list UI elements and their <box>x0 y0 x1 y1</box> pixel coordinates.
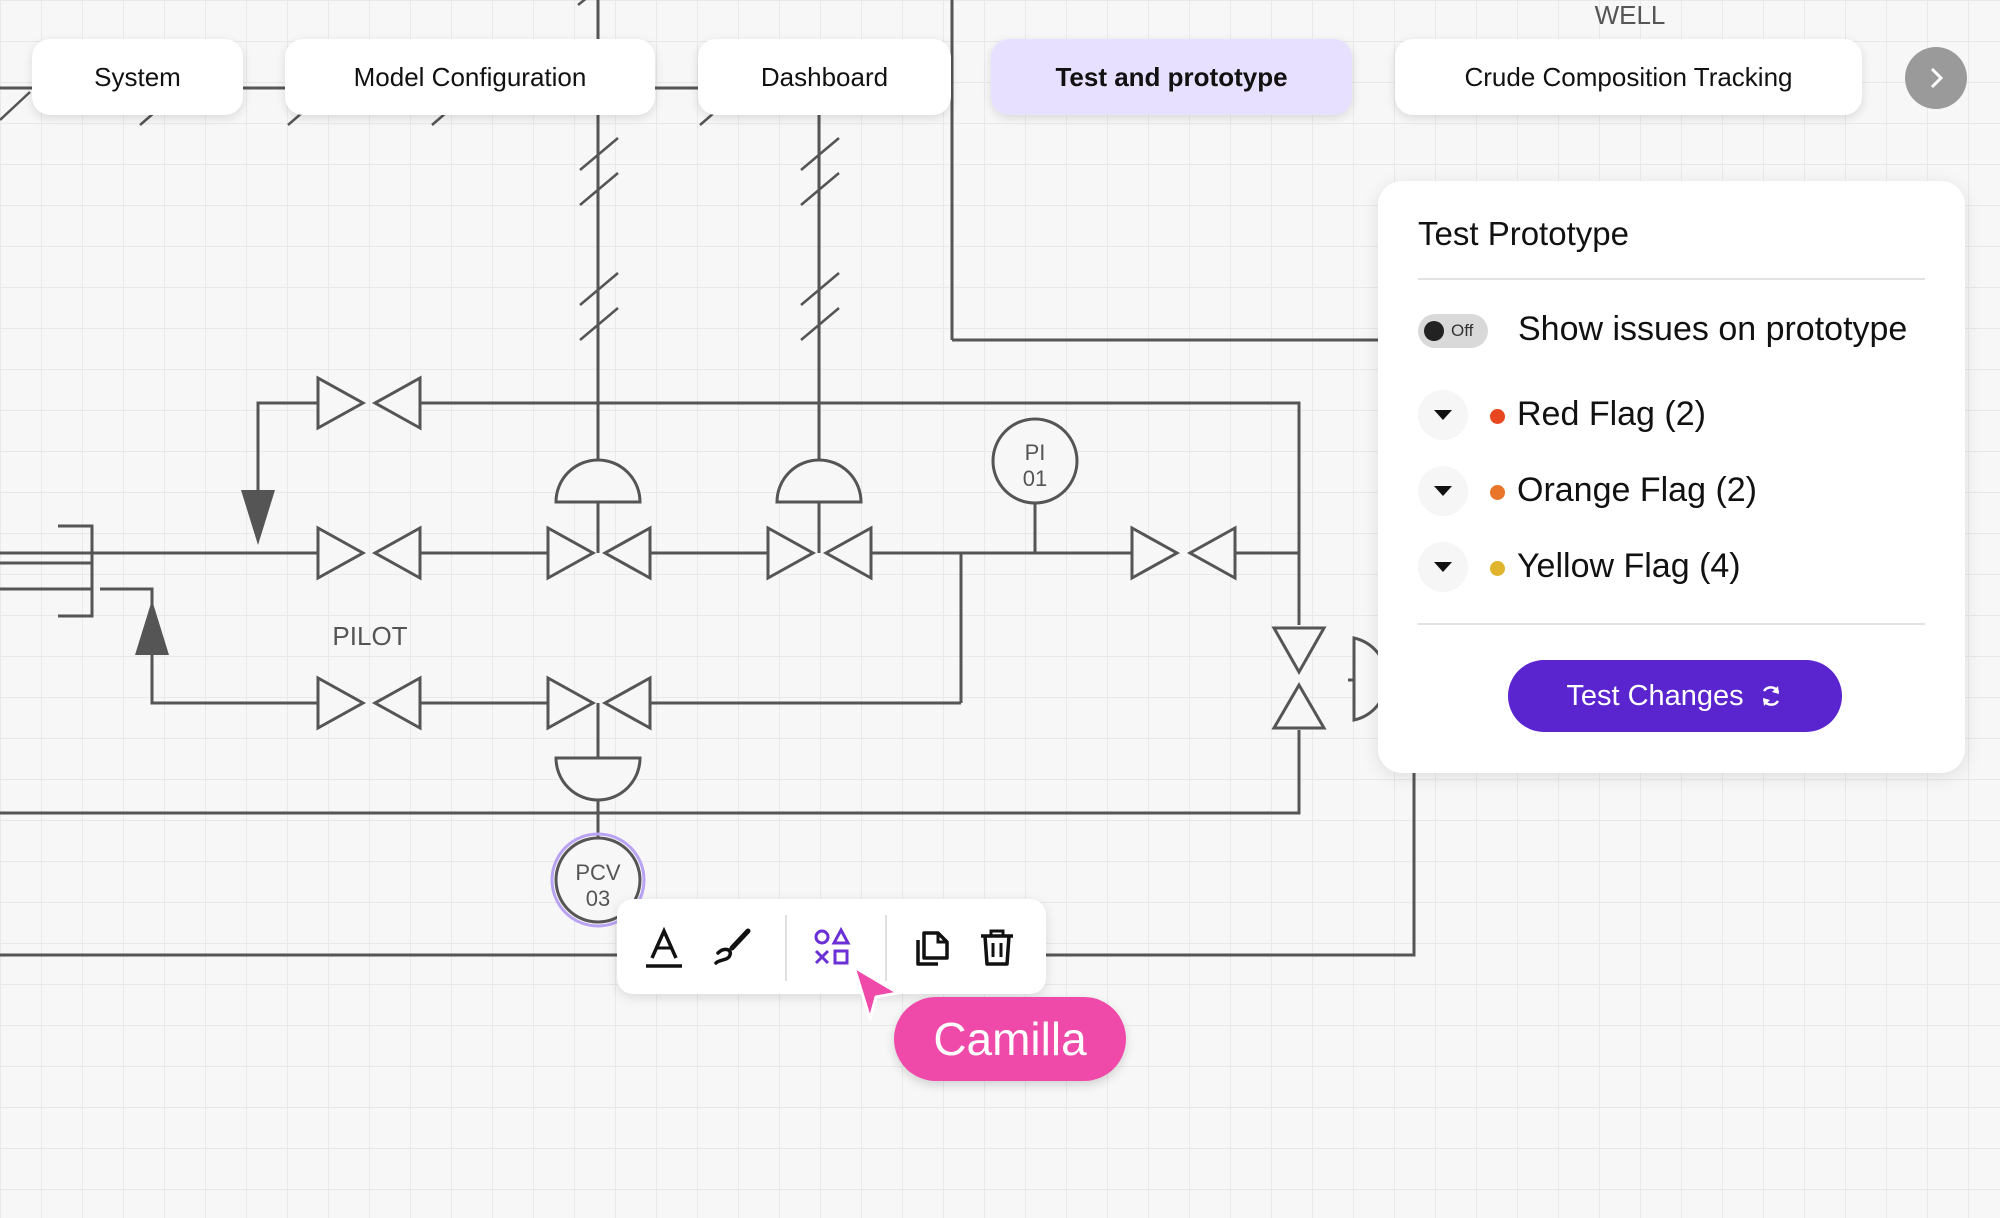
pcv-tag-line1: PCV <box>575 860 621 885</box>
brush-icon <box>714 928 751 965</box>
toggle-knob <box>1424 321 1444 341</box>
panel-divider-top <box>1418 278 1925 280</box>
expand-yellow-flag-button[interactable] <box>1418 542 1468 592</box>
test-changes-button[interactable]: Test Changes <box>1508 660 1842 732</box>
tab-system[interactable]: System <box>32 39 243 115</box>
copy-button[interactable] <box>904 919 960 975</box>
flag-row-orange: Orange Flag (2) <box>1418 464 1898 520</box>
pi-tag-line1: PI <box>1025 440 1046 465</box>
toolbar-separator <box>785 915 787 981</box>
element-toolbar <box>617 899 1046 994</box>
refresh-icon <box>1762 686 1779 706</box>
red-flag-dot <box>1490 409 1505 424</box>
well-label: WELL <box>1595 0 1666 30</box>
trash-icon <box>981 929 1013 966</box>
panel-title: Test Prototype <box>1418 215 1629 252</box>
yellow-flag-label: Yellow Flag (4) <box>1517 547 1741 585</box>
caret-down-icon <box>1434 410 1452 420</box>
flag-row-red: Red Flag (2) <box>1418 388 1898 444</box>
copy-icon <box>916 931 949 966</box>
collaborator-name-badge: Camilla <box>894 997 1126 1081</box>
delete-button[interactable] <box>969 919 1025 975</box>
test-changes-label: Test Changes <box>1566 679 1744 712</box>
tab-model-configuration[interactable]: Model Configuration <box>285 39 655 115</box>
expand-orange-flag-button[interactable] <box>1418 466 1468 516</box>
tabs-next-button[interactable] <box>1905 47 1967 109</box>
text-style-button[interactable] <box>636 919 692 975</box>
tab-label: Model Configuration <box>353 61 587 92</box>
tab-label: Dashboard <box>760 61 889 92</box>
flag-row-yellow: Yellow Flag (4) <box>1418 540 1898 596</box>
orange-flag-dot <box>1490 485 1505 500</box>
shapes-icon <box>814 926 851 965</box>
chevron-right-icon <box>1930 67 1944 89</box>
tab-test-and-prototype[interactable]: Test and prototype <box>991 39 1352 115</box>
red-flag-label: Red Flag (2) <box>1517 395 1706 433</box>
pi-tag-line2: 01 <box>1023 466 1047 491</box>
tab-label: Crude Composition Tracking <box>1464 61 1793 92</box>
tab-dashboard[interactable]: Dashboard <box>698 39 951 115</box>
yellow-flag-dot <box>1490 561 1505 576</box>
tab-label: Test and prototype <box>1055 61 1288 92</box>
orange-flag-label: Orange Flag (2) <box>1517 471 1757 509</box>
text-style-icon <box>646 926 682 968</box>
show-issues-toggle[interactable]: Off <box>1418 314 1488 348</box>
toolbar-separator <box>885 915 887 981</box>
caret-down-icon <box>1434 562 1452 572</box>
toggle-state-text: Off <box>1451 321 1474 340</box>
caret-down-icon <box>1434 486 1452 496</box>
tab-crude-composition-tracking[interactable]: Crude Composition Tracking <box>1395 39 1862 115</box>
pilot-label: PILOT <box>332 621 407 651</box>
test-prototype-panel: Test Prototype Off Show issues on protot… <box>1378 181 1965 773</box>
show-issues-label: Show issues on prototype <box>1518 310 1908 348</box>
pcv-tag-line2: 03 <box>586 886 610 911</box>
expand-red-flag-button[interactable] <box>1418 390 1468 440</box>
collaborator-cursor-icon <box>852 965 900 1021</box>
tab-label: System <box>94 61 181 92</box>
brush-button[interactable] <box>704 919 760 975</box>
panel-divider-bottom <box>1418 623 1925 625</box>
shapes-button[interactable] <box>804 919 860 975</box>
